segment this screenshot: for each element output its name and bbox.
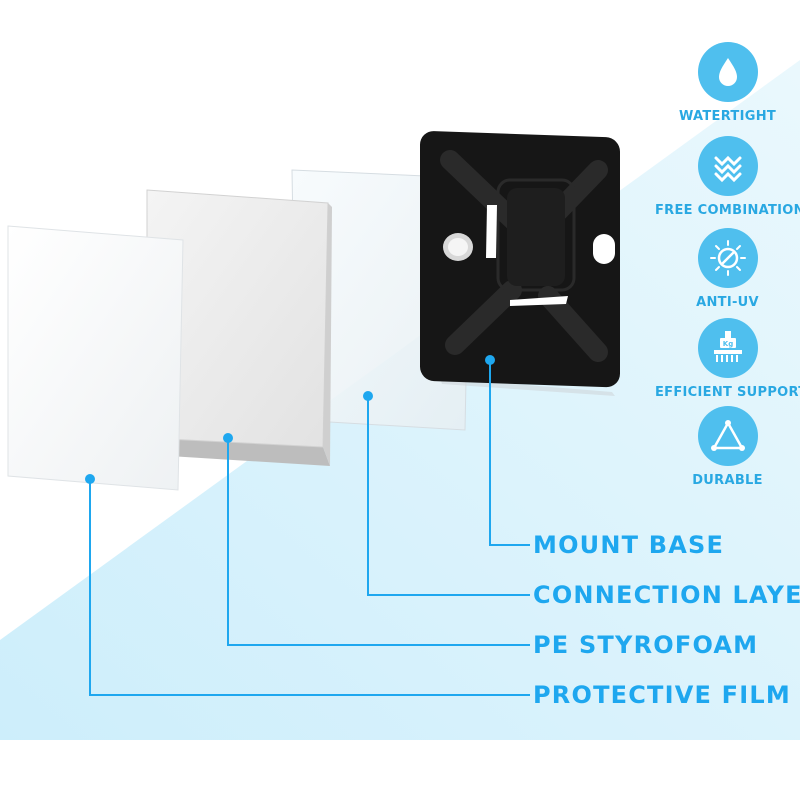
feature-durable: DURABLE: [655, 406, 800, 488]
feature-label: ANTI-UV: [696, 295, 759, 310]
mount-base: [420, 131, 620, 388]
protective-film-sheet: [7, 225, 184, 491]
feature-label: WATERTIGHT: [678, 109, 777, 124]
callout-pe-styrofoam: PE STYROFOAM: [533, 631, 759, 659]
weight-label: Kg: [722, 340, 732, 348]
weight-press-icon: Kg: [697, 318, 758, 378]
puzzle-mesh-icon: [697, 136, 758, 196]
sun-shield-icon: [697, 228, 758, 288]
callout-mount-base: MOUNT BASE: [533, 531, 725, 559]
callout-connection-layer: CONNECTION LAYER: [533, 581, 800, 609]
feature-label: DURABLE: [692, 473, 763, 488]
feature-label: FREE COMBINATION: [655, 203, 800, 218]
water-drop-icon: [697, 42, 758, 102]
feature-anti-uv: ANTI-UV: [655, 228, 800, 310]
pe-styrofoam-edge: [147, 438, 330, 466]
feature-free-combination: FREE COMBINATION: [655, 136, 800, 218]
feature-watertight: WATERTIGHT: [655, 42, 800, 124]
feature-efficient-support: Kg EFFICIENT SUPPORT: [655, 318, 800, 400]
triangle-icon: [697, 406, 758, 466]
callout-protective-film: PROTECTIVE FILM: [533, 681, 791, 709]
feature-label: EFFICIENT SUPPORT: [655, 385, 800, 400]
